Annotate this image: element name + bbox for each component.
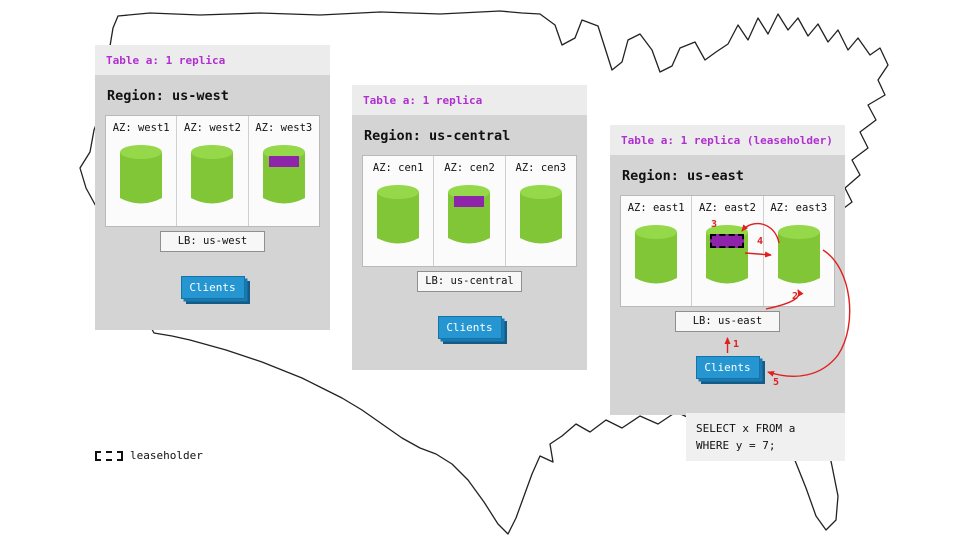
database-cylinder-icon — [377, 185, 420, 244]
step-number-5: 5 — [773, 377, 780, 388]
sql-line-1: SELECT x FROM a — [696, 422, 796, 435]
table-replica-label: Table a: 1 replica — [363, 93, 483, 107]
load-balancer-box: LB: us-east — [675, 311, 780, 332]
az-group: AZ: west1 AZ: west2 AZ: west3 — [105, 115, 320, 227]
az-cell-west3: AZ: west3 — [247, 116, 319, 226]
database-node — [518, 183, 564, 247]
database-node — [118, 143, 164, 207]
table-replica-label: Table a: 1 replica (leaseholder) — [621, 133, 833, 147]
az-label: AZ: east2 — [699, 202, 756, 214]
az-cell-east2: AZ: east2 — [691, 196, 762, 306]
database-node — [189, 143, 235, 207]
database-node — [261, 143, 307, 207]
database-node — [446, 183, 492, 247]
region-panel-us-west: Table a: 1 replica Region: us-west AZ: w… — [95, 45, 330, 330]
database-node — [776, 223, 822, 287]
clients-button[interactable]: Clients — [180, 276, 245, 299]
step-number-1: 1 — [733, 339, 740, 350]
database-cylinder-icon — [777, 225, 820, 284]
az-label: AZ: cen3 — [515, 162, 567, 174]
az-cell-east1: AZ: east1 — [621, 196, 691, 306]
load-balancer-box: LB: us-west — [160, 231, 265, 252]
step-number-3: 3 — [711, 219, 718, 230]
sql-query-box: SELECT x FROM a WHERE y = 7; — [686, 413, 845, 462]
az-cell-cen2: AZ: cen2 — [433, 156, 504, 266]
database-cylinder-icon — [448, 185, 491, 244]
replica-marker — [454, 196, 485, 207]
database-cylinder-icon — [262, 145, 305, 204]
database-cylinder-icon — [635, 225, 678, 284]
az-group: AZ: east1 AZ: east2 AZ: east3 — [620, 195, 835, 307]
az-cell-west1: AZ: west1 — [106, 116, 176, 226]
leaseholder-replica-marker — [710, 234, 745, 248]
region-panel-us-central: Table a: 1 replica Region: us-central AZ… — [352, 85, 587, 370]
database-cylinder-icon — [706, 225, 749, 284]
az-cell-cen3: AZ: cen3 — [504, 156, 576, 266]
az-group: AZ: cen1 AZ: cen2 AZ: cen3 — [362, 155, 577, 267]
region-panel-us-east: Table a: 1 replica (leaseholder) Region:… — [610, 125, 845, 415]
region-title: Region: us-west — [107, 88, 229, 104]
region-title: Region: us-central — [364, 128, 511, 144]
step-number-2: 2 — [792, 291, 799, 302]
legend-label: leaseholder — [130, 449, 203, 462]
az-label: AZ: cen2 — [444, 162, 495, 174]
clients-button[interactable]: Clients — [437, 316, 502, 339]
az-cell-cen1: AZ: cen1 — [363, 156, 433, 266]
table-replica-banner: Table a: 1 replica (leaseholder) — [610, 125, 845, 155]
table-replica-label: Table a: 1 replica — [106, 53, 226, 67]
az-label: AZ: east1 — [627, 202, 685, 214]
az-label: AZ: west3 — [255, 122, 313, 134]
database-cylinder-icon — [120, 145, 163, 204]
step-number-4: 4 — [757, 236, 764, 247]
database-node — [704, 223, 750, 287]
database-cylinder-icon — [519, 185, 562, 244]
database-node — [633, 223, 679, 287]
az-label: AZ: cen1 — [372, 162, 424, 174]
az-label: AZ: east3 — [770, 202, 828, 214]
sql-line-2: WHERE y = 7; — [696, 439, 776, 453]
database-node — [375, 183, 421, 247]
legend: leaseholder — [95, 449, 203, 462]
region-title: Region: us-east — [622, 168, 744, 184]
az-label: AZ: west2 — [184, 122, 241, 134]
table-replica-banner: Table a: 1 replica — [352, 85, 587, 115]
az-cell-east3: AZ: east3 — [762, 196, 834, 306]
table-replica-banner: Table a: 1 replica — [95, 45, 330, 75]
leaseholder-swatch-icon — [95, 450, 123, 461]
database-cylinder-icon — [191, 145, 234, 204]
load-balancer-box: LB: us-central — [417, 271, 522, 292]
az-cell-west2: AZ: west2 — [176, 116, 247, 226]
az-label: AZ: west1 — [112, 122, 170, 134]
replica-marker — [268, 156, 299, 167]
clients-button[interactable]: Clients — [695, 356, 760, 379]
